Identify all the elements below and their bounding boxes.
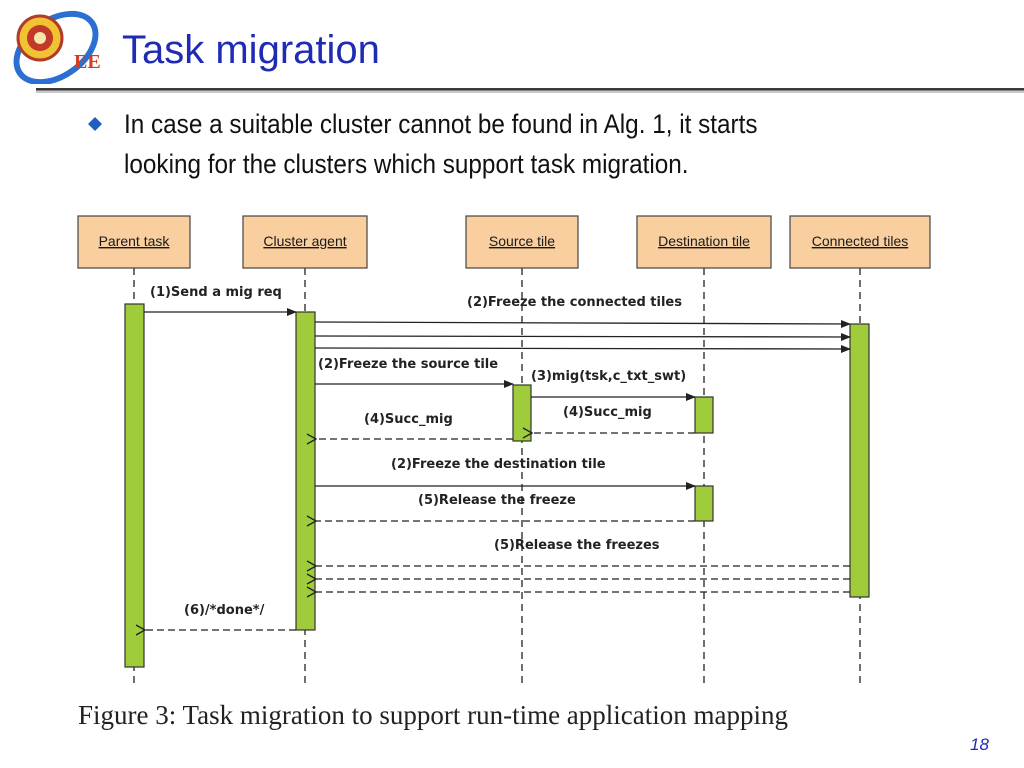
participant-destination-tile: Destination tile [636, 215, 772, 269]
diamond-bullet-icon [88, 117, 102, 131]
university-seal-logo-icon: EE [13, 10, 101, 84]
participant-label: Connected tiles [812, 233, 909, 249]
activation-destination-tile-1 [694, 396, 714, 434]
figure-caption: Figure 3: Task migration to support run-… [78, 700, 789, 730]
slide-title: Task migration [122, 28, 380, 72]
message-freeze-connected-tiles [314, 332, 851, 341]
participant-label: Cluster agent [263, 233, 346, 249]
title-underline [36, 88, 1024, 93]
participant-connected-tiles: Connected tiles [789, 215, 931, 269]
message-freeze-connected-tiles [314, 319, 851, 328]
message-label: (5)Release the freeze [418, 493, 576, 508]
message-label: (4)Succ_mig [563, 405, 652, 420]
message-label: (2)Freeze the source tile [318, 357, 498, 372]
activation-source-tile [512, 384, 532, 442]
participant-cluster-agent: Cluster agent [242, 215, 368, 269]
activation-destination-tile-2 [694, 485, 714, 522]
message-freeze-connected-tiles [314, 344, 851, 353]
message-label: (3)mig(tsk,c_txt_swt) [531, 369, 686, 384]
logo-text: EE [74, 51, 101, 73]
activation-parent-task [124, 303, 145, 668]
bullet-text: In case a suitable cluster cannot be fou… [124, 109, 758, 179]
participant-label: Parent task [99, 233, 171, 249]
page-number: 18 [970, 735, 989, 754]
message-label: (4)Succ_mig [364, 412, 453, 427]
message-label: (5)Release the freezes [494, 538, 660, 553]
participant-parent-task: Parent task [77, 215, 191, 269]
message-label: (6)/*done*/ [184, 603, 265, 618]
participant-source-tile: Source tile [465, 215, 579, 269]
activation-cluster-agent [295, 311, 316, 631]
participant-label: Source tile [489, 233, 555, 249]
participant-label: Destination tile [658, 233, 750, 249]
message-label: (1)Send a mig req [150, 285, 282, 300]
activation-connected-tiles [849, 323, 870, 598]
message-label: (2)Freeze the connected tiles [467, 295, 682, 310]
message-label: (2)Freeze the destination tile [391, 457, 606, 472]
